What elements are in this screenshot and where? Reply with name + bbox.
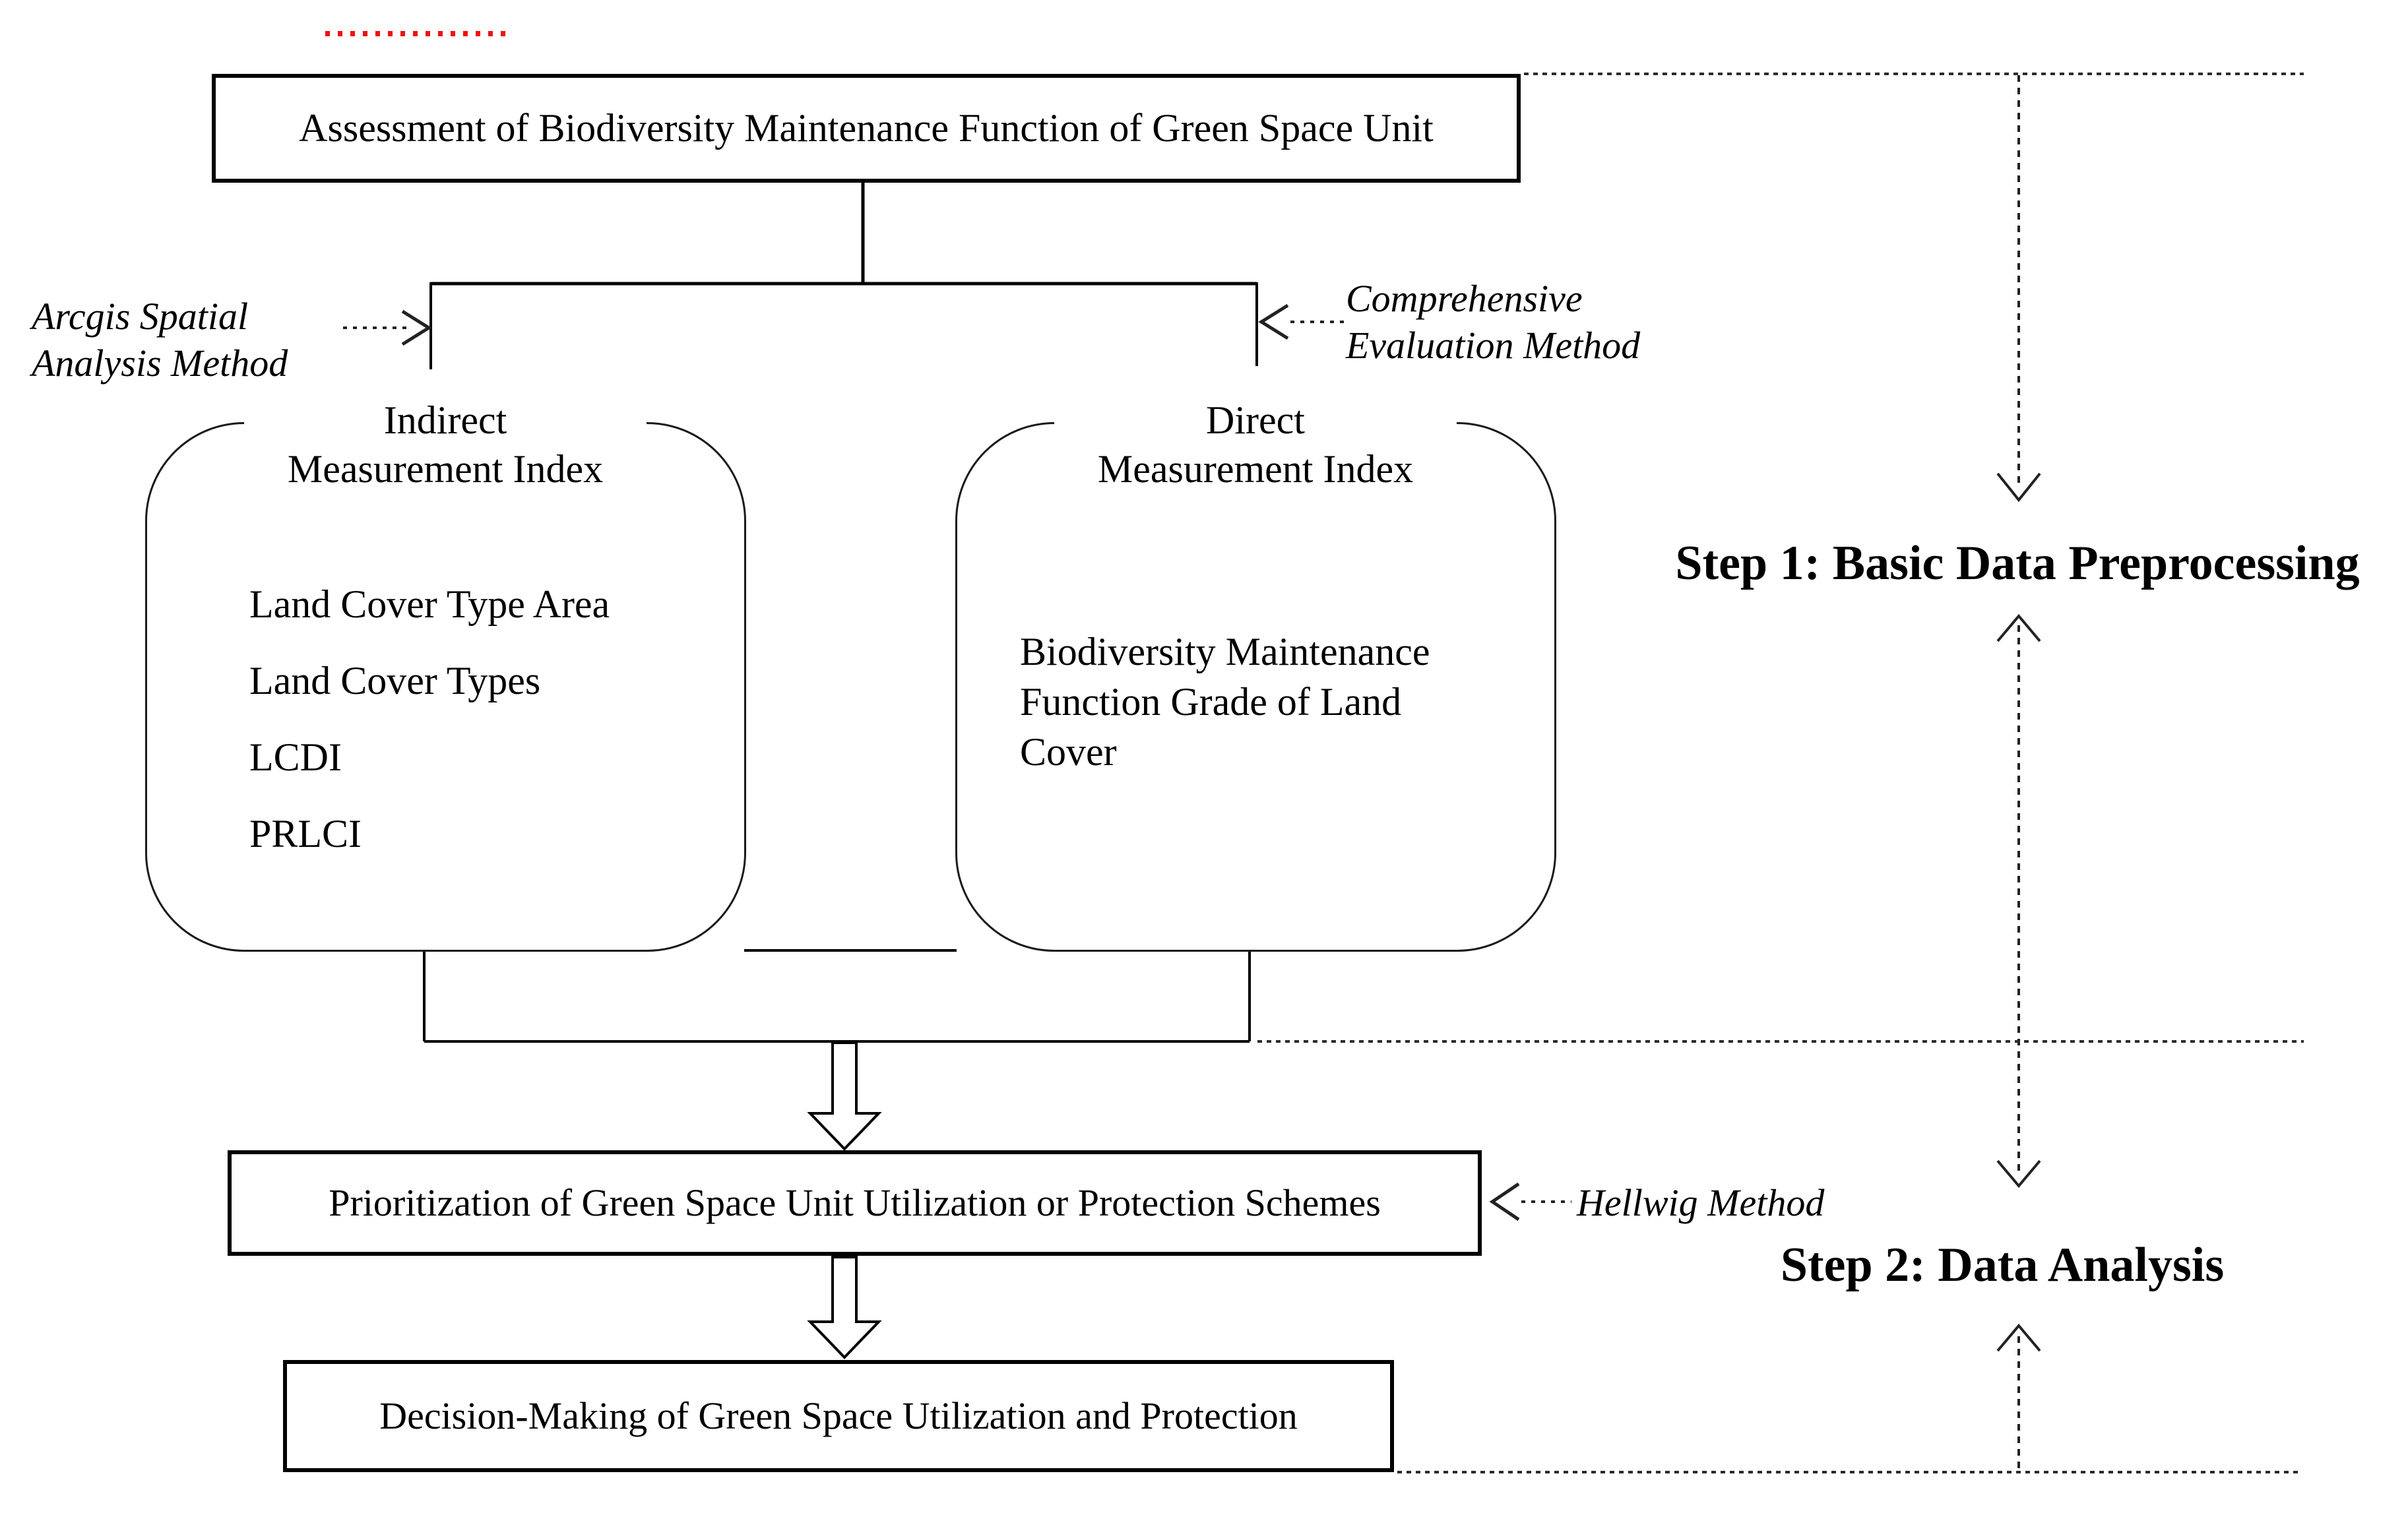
indirect-item-list: Land Cover Type Area Land Cover Types LC… [249, 566, 610, 872]
indirect-item: Land Cover Types [249, 659, 541, 702]
assessment-box: Assessment of Biodiversity Maintenance F… [212, 74, 1521, 183]
decision-box: Decision-Making of Green Space Utilizati… [283, 1360, 1394, 1472]
direct-index-content: Biodiversity Maintenance Function Grade … [1020, 630, 1430, 774]
block-arrow-down-2-icon [807, 1256, 882, 1359]
arcgis-right-arrowhead-icon [401, 309, 432, 346]
hellwig-left-arrowhead-icon [1489, 1182, 1520, 1221]
indirect-item: PRLCI [249, 812, 362, 855]
direct-index-title: Direct Measurement Index [1054, 396, 1457, 493]
step2-label: Step 2: Data Analysis [1780, 1238, 2225, 1292]
comprehensive-left-arrowhead-icon [1258, 303, 1289, 340]
arcgis-method-label: Arcgis Spatial Analysis Method [32, 295, 288, 385]
comprehensive-method-label: Comprehensive Evaluation Method [1346, 277, 1641, 367]
indirect-item: LCDI [249, 735, 342, 779]
assessment-box-label: Assessment of Biodiversity Maintenance F… [299, 106, 1434, 150]
decision-box-label: Decision-Making of Green Space Utilizati… [379, 1394, 1298, 1437]
indirect-item: Land Cover Type Area [249, 582, 610, 626]
indirect-index-title: Indirect Measurement Index [244, 396, 647, 493]
step2-up-arrowhead-icon [1996, 1323, 2041, 1352]
step1-label: Step 1: Basic Data Preprocessing [1675, 536, 2360, 590]
hellwig-method-label: Hellwig Method [1577, 1181, 1825, 1224]
block-arrow-down-1-icon [807, 1041, 882, 1151]
step1-down-arrowhead-icon [1996, 472, 2041, 503]
step2-down-arrowhead-icon [1996, 1159, 2041, 1189]
step1-up-arrowhead-icon [1996, 613, 2041, 642]
prioritization-box-label: Prioritization of Green Space Unit Utili… [329, 1181, 1381, 1224]
prioritization-box: Prioritization of Green Space Unit Utili… [228, 1150, 1482, 1256]
